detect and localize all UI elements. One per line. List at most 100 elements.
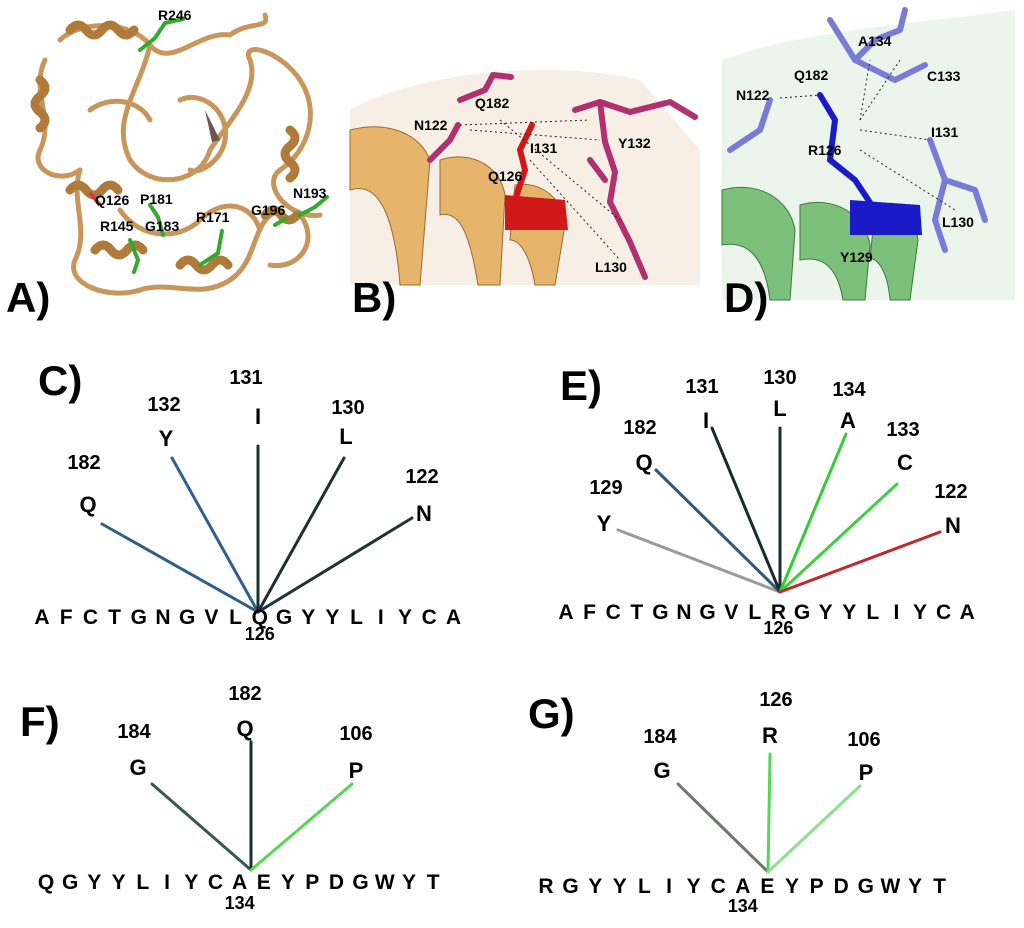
contact-line-184	[676, 782, 770, 874]
sequence-letter: G	[352, 871, 368, 894]
sequence-letter: Y	[908, 875, 922, 898]
sequence-letter: T	[630, 601, 643, 624]
sequence-letter: G	[276, 606, 292, 629]
sequence-letter: Y	[301, 606, 315, 629]
contact-number-106: 106	[847, 729, 880, 751]
sequence-letter: Y	[913, 601, 927, 624]
residue-label-g196: G196	[251, 202, 285, 218]
residue-label-q182-d: Q182	[794, 67, 828, 83]
contact-number-130: 130	[331, 397, 364, 419]
contact-residue-131: I	[255, 404, 261, 429]
sequence-letter: R	[771, 601, 786, 624]
residue-label-i131: I131	[530, 140, 557, 156]
residue-label-a134: A134	[858, 33, 892, 49]
contact-line-126	[766, 752, 772, 874]
contact-line-182	[100, 522, 260, 614]
contact-residue-184: G	[653, 758, 670, 783]
contact-number-182: 182	[67, 452, 100, 474]
sequence-letter: A	[34, 606, 49, 629]
sequence-letter: V	[204, 606, 218, 629]
sequence-letter: Y	[398, 606, 412, 629]
contact-line-106	[249, 782, 354, 872]
sequence-letter: N	[155, 606, 170, 629]
residue-label-i131-d: I131	[931, 124, 958, 140]
structure-panel-d: A134 Q182 C133 N122 I131 R126 L130 Y129 …	[721, 7, 1015, 321]
contact-line-130	[256, 456, 346, 614]
sequence-letter: Y	[588, 875, 602, 898]
sequence-letter: Y	[184, 871, 198, 894]
sequence-letter: Y	[87, 871, 101, 894]
contact-residue-130: L	[339, 424, 352, 449]
sequence-letter: C	[422, 606, 437, 629]
sequence-letter: G	[179, 606, 195, 629]
contact-residue-184: G	[129, 755, 146, 780]
contact-number-130: 130	[763, 367, 796, 389]
sequence-letter: G	[652, 601, 668, 624]
contact-line-182	[654, 468, 782, 594]
contact-residue-130: L	[773, 396, 786, 421]
sequence-letter: A	[558, 601, 573, 624]
sequence-letter: L	[350, 606, 363, 629]
center-residue-number: 126	[763, 618, 793, 638]
contact-number-106: 106	[339, 723, 372, 745]
sequence-letter: Y	[842, 601, 856, 624]
sequence-letter: F	[60, 606, 73, 629]
panel-label-b: B)	[352, 274, 396, 321]
residue-label-g183: G183	[145, 218, 179, 234]
sequence-letter: T	[108, 606, 121, 629]
contact-number-182: 182	[228, 683, 261, 705]
contact-number-184: 184	[117, 721, 151, 743]
residue-label-y132: Y132	[618, 135, 651, 151]
residue-label-c133: C133	[927, 68, 961, 84]
structure-panel-a: R246 Q126 P181 R145 G183 R171 N193 G196 …	[6, 7, 329, 321]
contact-line-131	[710, 426, 782, 594]
sequence-letter: F	[583, 601, 596, 624]
sequence-letter: N	[676, 601, 691, 624]
residue-label-l130-d: L130	[942, 214, 974, 230]
sequence-letter: V	[724, 601, 738, 624]
structure-panel-b: Q182 N122 I131 Y132 Q126 L130 B)	[349, 70, 700, 321]
contact-line-106	[766, 784, 862, 874]
contact-number-131: 131	[685, 376, 718, 398]
contact-number-133: 133	[886, 419, 919, 441]
contact-line-133	[778, 482, 899, 594]
residue-label-q182: Q182	[475, 95, 509, 111]
sequence-letter: A	[960, 601, 975, 624]
contact-number-134: 134	[832, 379, 866, 401]
contact-residue-122: N	[416, 501, 432, 526]
sequence-letter: G	[699, 601, 715, 624]
sequence-letter: Y	[687, 875, 701, 898]
contact-residue-129: Y	[597, 511, 612, 536]
panel-label-g: G)	[528, 690, 575, 737]
contact-line-184	[150, 782, 253, 872]
panel-label-e: E)	[560, 362, 602, 409]
sequence-letter: C	[711, 875, 726, 898]
panel-label-f: F)	[20, 698, 60, 745]
sequence-letter: E	[760, 875, 774, 898]
sequence-letter: I	[378, 606, 384, 629]
sequence-letter: C	[936, 601, 951, 624]
contact-residue-106: P	[859, 760, 874, 785]
contact-line-134	[778, 432, 848, 594]
contact-residue-182: Q	[79, 492, 96, 517]
sequence-letter: G	[562, 875, 578, 898]
residue-label-r145: R145	[100, 218, 134, 234]
residue-label-r171: R171	[196, 209, 230, 225]
sequence-letter: C	[83, 606, 98, 629]
sequence-letter: E	[257, 871, 271, 894]
residue-label-n122-d: N122	[736, 87, 770, 103]
sequence-letter: L	[229, 606, 242, 629]
sequence-letter: D	[834, 875, 849, 898]
sequence-letter: L	[136, 871, 149, 894]
sequence-letter: G	[794, 601, 810, 624]
sequence-letter: G	[131, 606, 147, 629]
contact-line-122	[778, 530, 942, 594]
sequence-letter: I	[893, 601, 899, 624]
sequence-letter: W	[880, 875, 900, 898]
residue-label-r126: R126	[808, 142, 842, 158]
sequence-letter: R	[538, 875, 553, 898]
contact-number-131: 131	[229, 367, 262, 389]
